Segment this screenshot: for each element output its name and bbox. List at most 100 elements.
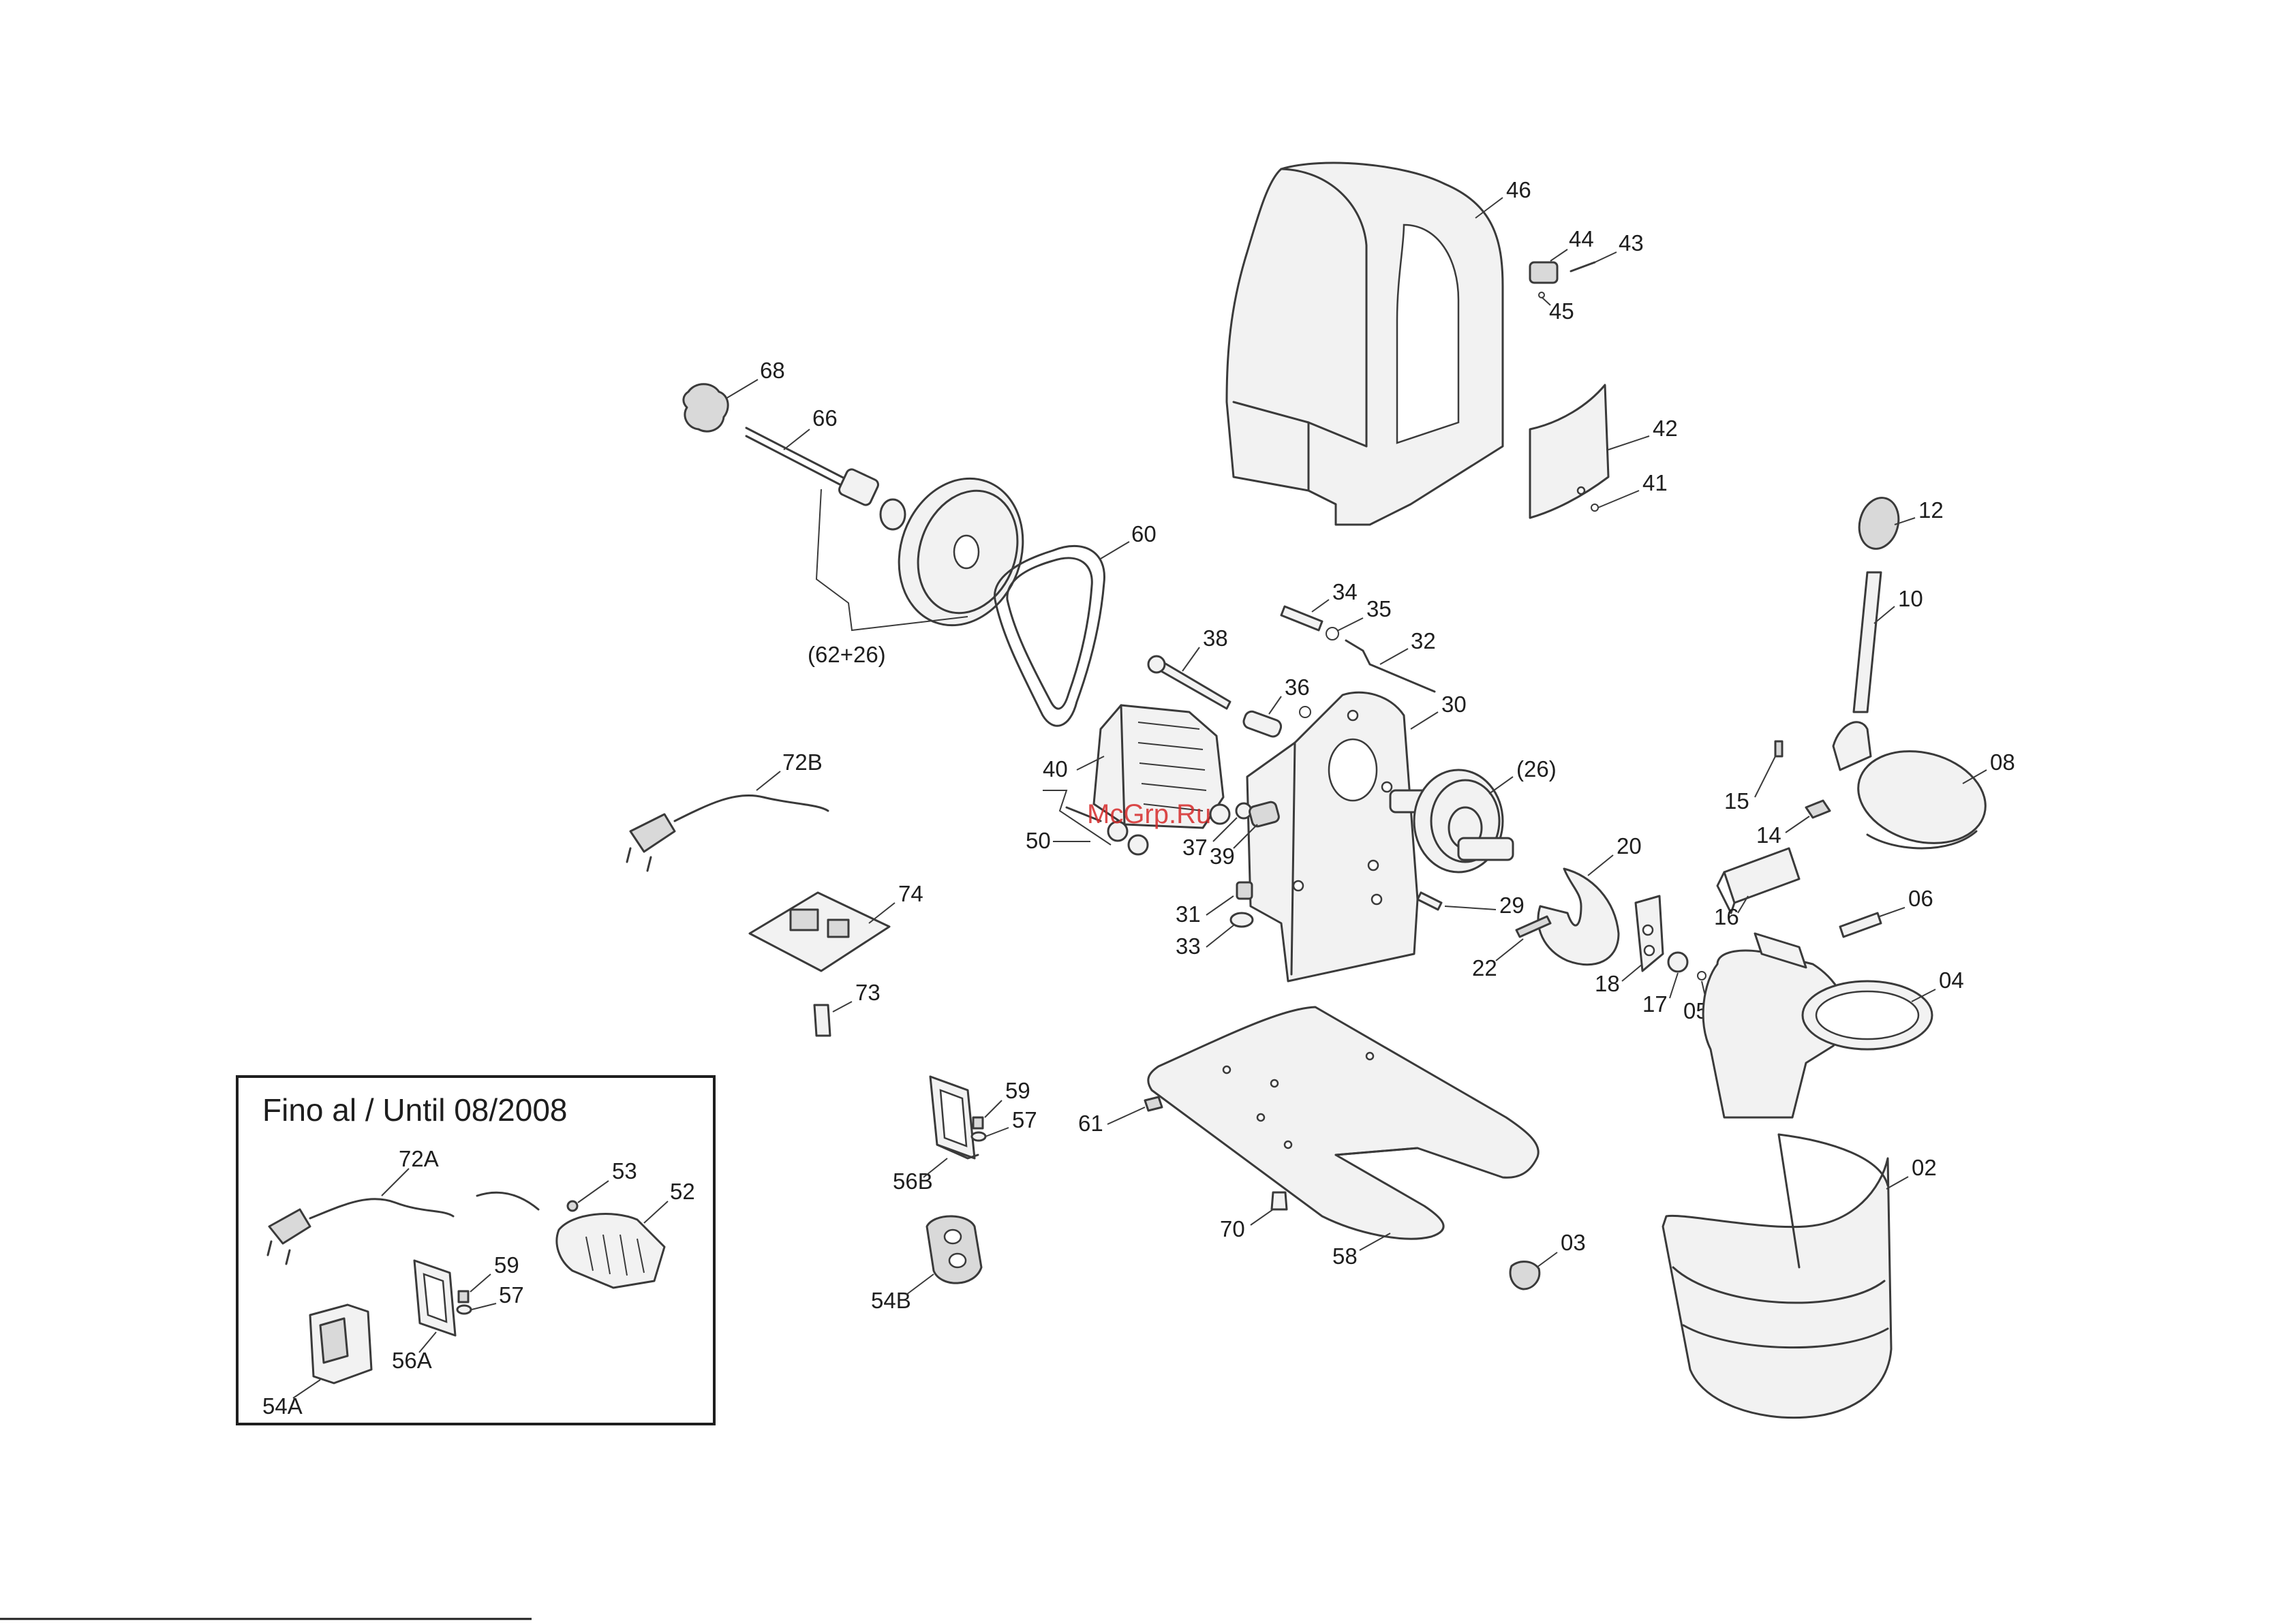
part-58-hole-d — [1257, 1114, 1264, 1121]
part-05-screw — [1698, 972, 1706, 980]
part-16-block — [1724, 848, 1799, 903]
part-38-shaft-head — [1148, 656, 1165, 673]
label-02: 02 — [1912, 1155, 1937, 1180]
label-57: 57 — [1012, 1107, 1037, 1132]
leader-56B — [923, 1158, 947, 1177]
label-66: 66 — [812, 405, 838, 431]
label-44: 44 — [1569, 226, 1594, 251]
label-59: 59 — [1005, 1078, 1030, 1103]
label-29: 29 — [1499, 893, 1525, 918]
leader-70 — [1251, 1209, 1273, 1225]
label-68: 68 — [760, 358, 785, 383]
label-06: 06 — [1908, 886, 1933, 911]
part-08-pusher-arm — [1833, 722, 1871, 770]
leader-03 — [1537, 1252, 1557, 1267]
label-14: 14 — [1756, 822, 1781, 848]
label-50: 50 — [1026, 828, 1051, 853]
leader-32 — [1380, 649, 1408, 664]
part-10-rod — [1854, 572, 1881, 712]
part-14-nut — [1806, 801, 1830, 818]
part-30-hole-e — [1294, 881, 1303, 891]
part-26b-shaft — [1458, 838, 1513, 860]
leader-06 — [1880, 908, 1905, 916]
part-59-screw — [973, 1117, 983, 1128]
leader-35 — [1337, 618, 1363, 631]
part-57-washer — [972, 1132, 985, 1141]
part-74-component — [828, 920, 848, 937]
leader-36 — [1269, 696, 1281, 714]
label-15: 15 — [1724, 788, 1749, 814]
leader-33 — [1206, 925, 1234, 947]
label-58: 58 — [1332, 1243, 1358, 1269]
label-20: 20 — [1617, 833, 1642, 859]
leader-44 — [1550, 249, 1567, 261]
part-38-shaft — [1155, 660, 1230, 709]
label-36: 36 — [1285, 675, 1310, 700]
part-46-belt-cover — [1227, 163, 1503, 525]
inset-label-72A: 72A — [399, 1146, 439, 1171]
label-42: 42 — [1653, 416, 1678, 441]
part-70-foot — [1272, 1192, 1287, 1209]
inset-part-56A-window — [424, 1274, 446, 1322]
label-38: 38 — [1203, 625, 1228, 651]
part-02-container — [1663, 1158, 1891, 1418]
leader-59 — [985, 1100, 1002, 1117]
part-34-pin — [1281, 606, 1322, 630]
part-30-hole-b — [1382, 782, 1392, 792]
inset-part-53-screw — [568, 1201, 577, 1211]
part-04-hopper-opening — [1816, 991, 1918, 1039]
part-54B-button-b — [949, 1254, 966, 1267]
part-29-screw — [1418, 893, 1441, 910]
label-08: 08 — [1990, 749, 2015, 775]
leader-38 — [1182, 647, 1199, 671]
leader-57 — [985, 1128, 1009, 1137]
leader-15 — [1755, 756, 1775, 797]
part-26-pulley-hub — [954, 536, 979, 568]
part-68-knob — [684, 384, 728, 431]
part-03-foot — [1510, 1262, 1540, 1289]
part-17-ring — [1668, 953, 1687, 972]
part-40-motor-shaft — [1210, 805, 1229, 824]
inset-label-59: 59 — [494, 1252, 519, 1278]
label-12: 12 — [1918, 497, 1944, 523]
part-41-screw — [1591, 504, 1598, 511]
inset-label-57: 57 — [499, 1282, 524, 1308]
label-22: 22 — [1472, 955, 1497, 980]
part-15-screw — [1775, 741, 1782, 756]
label-26: (26) — [1516, 756, 1557, 782]
inset-part-57-washer — [457, 1305, 471, 1314]
inset-label-52: 52 — [670, 1179, 695, 1204]
leader-43 — [1595, 252, 1617, 262]
part-18-hole-a — [1643, 925, 1653, 935]
label-46: 46 — [1506, 177, 1531, 202]
leader-14 — [1786, 816, 1809, 833]
part-43-pin — [1571, 262, 1595, 271]
part-36-screw — [1300, 707, 1311, 717]
part-36-bushing — [1242, 709, 1283, 738]
leader-18 — [1622, 964, 1642, 981]
part-54B-switch — [927, 1216, 981, 1283]
part-72B-prong-a — [627, 848, 630, 862]
leader-17 — [1670, 973, 1678, 998]
part-44-latch — [1530, 262, 1557, 283]
label-34: 34 — [1332, 579, 1358, 604]
part-58-hole-c — [1366, 1053, 1373, 1060]
leader-31 — [1206, 896, 1234, 915]
part-74-relay — [791, 910, 818, 930]
part-18-hole-b — [1644, 946, 1654, 955]
part-02-container-rim — [1779, 1134, 1888, 1186]
part-58-base — [1148, 1007, 1538, 1239]
inset-title: Fino al / Until 08/2008 — [262, 1092, 568, 1128]
leader-20 — [1588, 855, 1613, 876]
part-30-hole-d — [1372, 895, 1381, 904]
part-30-hole-c — [1368, 861, 1378, 870]
inset-label-56A: 56A — [392, 1348, 432, 1373]
leader-42 — [1608, 436, 1649, 450]
leader-61 — [1107, 1107, 1145, 1124]
label-17: 17 — [1642, 991, 1668, 1017]
part-42-hole — [1578, 487, 1585, 494]
label-31: 31 — [1176, 901, 1201, 927]
label-40: 40 — [1043, 756, 1068, 782]
leader-68 — [726, 380, 758, 399]
leader-73 — [833, 1002, 852, 1012]
